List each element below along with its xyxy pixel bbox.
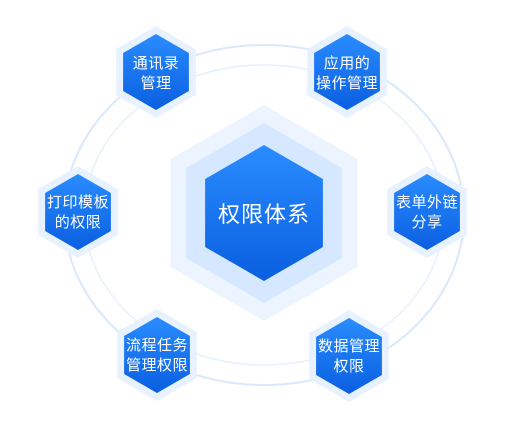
node-label-line: 表单外链: [395, 193, 458, 211]
node-hex: [124, 317, 190, 393]
node-label-form-link: 表单外链 分享: [367, 192, 487, 232]
node-label-print-template: 打印模板 的权限: [18, 192, 138, 232]
node-print-template: [38, 166, 118, 258]
node-hex: [45, 174, 111, 250]
node-label-contacts: 通讯录 管理: [96, 53, 216, 93]
node-label-line: 的权限: [54, 213, 102, 231]
node-hex: [314, 34, 380, 110]
node-hex: [123, 34, 189, 110]
center-hex: [205, 145, 323, 281]
node-label-data-mgmt: 数据管理 权限: [289, 336, 409, 376]
node-workflow: [117, 309, 197, 401]
node-label-line: 管理: [140, 74, 172, 92]
node-label-line: 流程任务: [125, 336, 188, 354]
node-label-line: 权限: [333, 357, 365, 375]
node-label-workflow: 流程任务 管理权限: [97, 335, 217, 375]
node-hex: [394, 174, 460, 250]
node-form-link: [387, 166, 467, 258]
node-label-line: 打印模板: [46, 193, 109, 211]
node-label-line: 分享: [411, 213, 443, 231]
node-data-mgmt: [309, 310, 389, 402]
node-hex: [316, 318, 382, 394]
center-label: 权限体系: [217, 203, 311, 228]
node-label-line: 操作管理: [315, 74, 378, 92]
node-label-line: 通讯录: [132, 54, 180, 72]
node-app-ops: [307, 26, 387, 118]
node-label-line: 数据管理: [317, 337, 380, 355]
node-label-line: 应用的: [323, 54, 371, 72]
node-label-app-ops: 应用的 操作管理: [287, 53, 407, 93]
node-contacts: [116, 26, 196, 118]
node-label-line: 管理权限: [125, 356, 188, 374]
